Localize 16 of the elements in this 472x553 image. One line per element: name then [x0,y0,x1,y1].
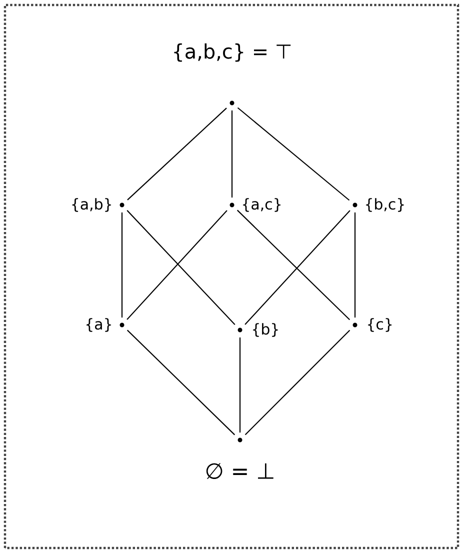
set-label: {a,b} [72,198,111,212]
set-label: {b} [253,323,278,337]
line [237,107,350,201]
set-label: ∅ = ⊥ [206,463,274,479]
set-label: {a,b,c} = ⊤ [174,43,291,62]
set-label: {a,c} [243,198,280,212]
set-label: {a} [86,318,111,332]
line [354,212,356,318]
line [244,330,350,436]
line [121,212,123,318]
line [239,337,241,433]
line [231,110,233,198]
set-label: {b,c} [366,198,404,212]
line [127,108,227,200]
line [126,330,236,436]
set-label: {c} [368,318,392,332]
